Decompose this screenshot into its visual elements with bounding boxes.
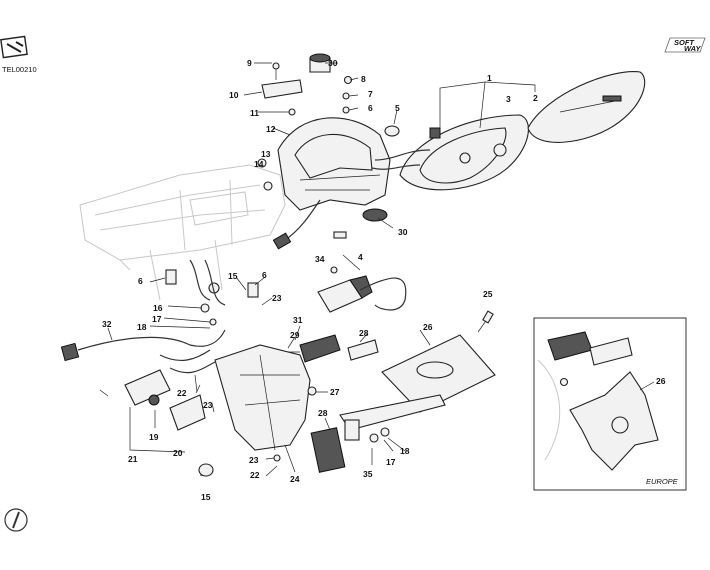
callout-8: 8: [361, 74, 366, 84]
callout-10: 10: [229, 90, 239, 100]
tail-light-housing: [399, 114, 529, 191]
callout-19: 19: [149, 432, 159, 442]
callout-13: 13: [261, 149, 271, 159]
drawing-code: TEL00210: [2, 65, 37, 74]
callout-18-left: 18: [137, 322, 147, 332]
callout-4: 4: [358, 252, 363, 262]
main-cable: [60, 329, 226, 374]
callout-18-right: 18: [400, 446, 410, 456]
callout-17-right: 17: [386, 457, 396, 467]
callout-2: 2: [533, 93, 538, 103]
callout-32: 32: [102, 319, 112, 329]
top-small-parts: [257, 53, 400, 239]
softway-logo: SOFT WAY: [664, 37, 706, 53]
callout-23-mid: 23: [203, 400, 213, 410]
callout-35: 35: [363, 469, 373, 479]
logo-line-2: WAY: [684, 44, 702, 53]
leader-lines: [107, 62, 536, 477]
europe-inset: EUROPE 26: [533, 317, 687, 491]
callout-25: 25: [483, 289, 493, 299]
callout-11: 11: [250, 108, 259, 118]
callout-30-top: 30: [328, 58, 338, 68]
document-icon: [0, 35, 28, 59]
inset-callout: 26: [656, 376, 666, 386]
callout-23-upper: 23: [272, 293, 282, 303]
callout-21: 21: [128, 454, 138, 464]
tail-light-wiring: [371, 149, 431, 170]
rear-frame: [79, 164, 286, 301]
callout-24: 24: [290, 474, 300, 484]
callout-5: 5: [395, 103, 400, 113]
reflector-upper: [347, 339, 379, 361]
connector-plug: [272, 232, 292, 250]
callout-22-bottom: 22: [250, 470, 260, 480]
callout-6-center: 6: [262, 270, 267, 280]
plate-holder-bracket: [277, 117, 391, 211]
rear-mudguard: [214, 344, 311, 451]
callout-29: 29: [290, 330, 300, 340]
callout-1: 1: [487, 73, 492, 83]
callout-14: 14: [254, 159, 264, 169]
callout-17-left: 17: [152, 314, 162, 324]
callout-26: 26: [423, 322, 433, 332]
right-indicator: [317, 266, 407, 313]
page-marker-icon: [4, 508, 28, 532]
tail-light-lens: [527, 71, 646, 143]
callouts: 1 2 3 4 5 6 6 6 7 8 9 10 11 12 13 14 15 …: [102, 58, 538, 502]
callout-34: 34: [315, 254, 325, 264]
left-indicator: [124, 369, 206, 431]
license-plate-holder: [310, 334, 496, 473]
callout-15-upper: 15: [228, 271, 238, 281]
callout-22-left: 22: [177, 388, 187, 398]
light-unit-29: [299, 334, 341, 363]
callout-6-left: 6: [138, 276, 143, 286]
callout-27: 27: [330, 387, 340, 397]
callout-6-top: 6: [368, 103, 373, 113]
callout-9: 9: [247, 58, 252, 68]
logo-line-1: SOFT: [674, 38, 695, 47]
callout-28-lower: 28: [318, 408, 328, 418]
callout-15-lower: 15: [201, 492, 211, 502]
callout-31: 31: [293, 315, 303, 325]
callout-28-upper: 28: [359, 328, 369, 338]
callout-16: 16: [153, 303, 163, 313]
callout-20: 20: [173, 448, 183, 458]
callout-3: 3: [506, 94, 511, 104]
callout-23-bottom: 23: [249, 455, 259, 465]
callout-30-bottom: 30: [398, 227, 408, 237]
callout-7: 7: [368, 89, 373, 99]
callout-12: 12: [266, 124, 276, 134]
bracket-wiring: [284, 199, 321, 241]
inset-label: EUROPE: [646, 477, 679, 486]
